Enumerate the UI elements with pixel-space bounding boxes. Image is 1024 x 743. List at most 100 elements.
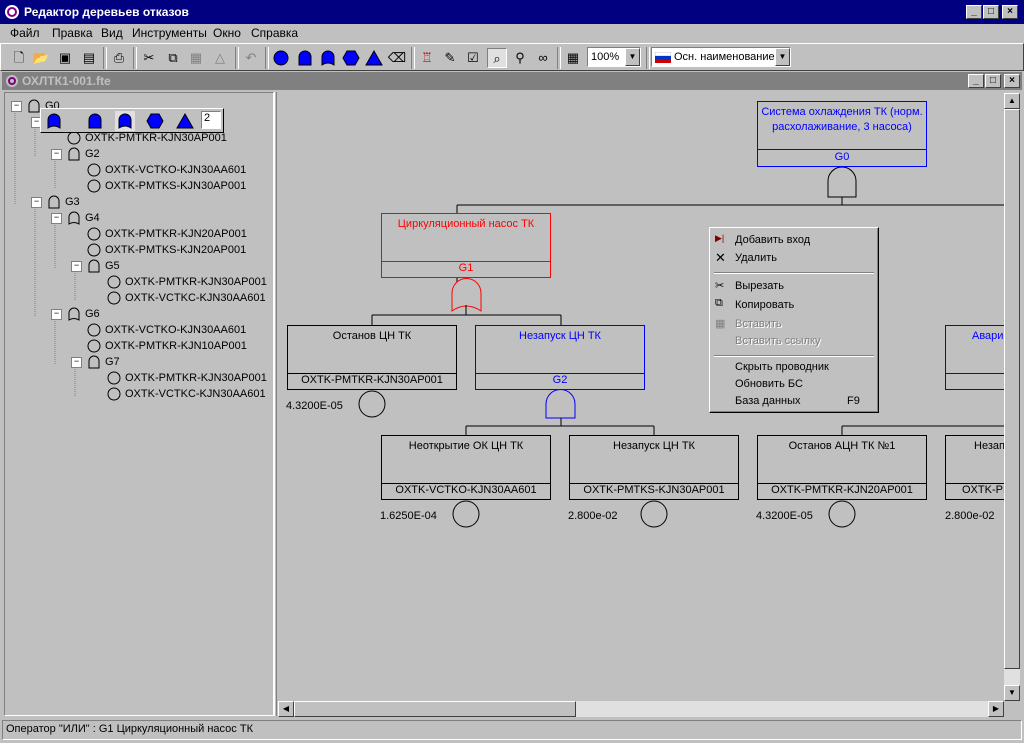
- undo-icon[interactable]: ↶: [245, 50, 257, 65]
- maximize-button[interactable]: □: [983, 5, 999, 19]
- doc-close-button[interactable]: ×: [1004, 74, 1020, 88]
- menu-edit[interactable]: Правка: [52, 26, 93, 40]
- gate-title: Авари: [946, 326, 1004, 374]
- app-title-bar[interactable]: Редактор деревьев отказов _ □ ×: [0, 0, 1024, 24]
- paste-icon[interactable]: ▦: [189, 50, 203, 65]
- or-gate-icon[interactable]: [44, 111, 64, 131]
- close-button[interactable]: ×: [1002, 5, 1018, 19]
- menu-item-copy[interactable]: Копировать: [735, 299, 795, 311]
- tree-structure-icon[interactable]: ♖: [421, 50, 433, 65]
- context-menu: ▶| Добавить вход ✕ Удалить ✂ Вырезать ⧉ …: [709, 227, 879, 413]
- scroll-up-icon[interactable]: ▲: [1004, 93, 1020, 109]
- tree-explorer[interactable]: −G0−G1OXTK-PMTKR-KJN30AP001−G2OXTK-VCTKO…: [4, 92, 274, 716]
- fault-tree-canvas[interactable]: Система охлаждения ТК (норм. расхолажива…: [278, 93, 1004, 701]
- open-folder-icon[interactable]: 📂: [32, 50, 50, 65]
- menu-item-hide-explorer[interactable]: Скрыть проводник: [735, 361, 829, 373]
- find-icon[interactable]: ⚲: [515, 50, 525, 65]
- collapse-icon[interactable]: −: [31, 197, 42, 208]
- gate-box-g0[interactable]: Система охлаждения ТК (норм. расхолажива…: [757, 101, 927, 167]
- print-icon[interactable]: ⎙: [113, 50, 125, 65]
- or-gate-tool-icon[interactable]: [318, 48, 338, 68]
- event-probability: 2.800e-02: [945, 510, 995, 522]
- basic-event-icon: [87, 243, 101, 257]
- event-box-e3[interactable]: Незапуск ЦН ТК OXTK-PMTKS-KJN30AP001: [569, 435, 739, 500]
- collapse-icon[interactable]: −: [71, 261, 82, 272]
- or-gate-icon[interactable]: [115, 111, 135, 131]
- save-all-icon[interactable]: ▤: [82, 50, 96, 65]
- gate-palette[interactable]: 2: [40, 108, 224, 133]
- eraser-icon[interactable]: ⌫: [387, 50, 407, 65]
- menu-file[interactable]: Файл: [10, 26, 40, 40]
- menu-item-add-input[interactable]: Добавить вход: [735, 234, 811, 246]
- menu-view[interactable]: Вид: [101, 26, 123, 40]
- chevron-down-icon[interactable]: ▼: [625, 48, 640, 66]
- zoom-select[interactable]: 100% ▼: [587, 47, 641, 67]
- event-box-e1[interactable]: Останов ЦН ТК OXTK-PMTKR-KJN30AP001: [287, 325, 457, 390]
- app-title: Редактор деревьев отказов: [24, 5, 189, 19]
- menu-item-paste-link[interactable]: Вставить ссылку: [735, 335, 821, 347]
- copy-icon[interactable]: ⧉: [168, 50, 178, 65]
- event-title: Незапуск ЦН ТК: [570, 436, 738, 484]
- zoom-area-icon[interactable]: ⌕: [487, 48, 507, 68]
- menu-item-cut[interactable]: Вырезать: [735, 280, 784, 292]
- chevron-down-icon[interactable]: ▼: [775, 48, 790, 66]
- hexagon-tool-icon[interactable]: [341, 48, 361, 68]
- event-box-e5[interactable]: Незап OXTK-PM: [945, 435, 1004, 500]
- menu-help[interactable]: Справка: [251, 26, 299, 40]
- collapse-icon[interactable]: −: [51, 213, 62, 224]
- save-icon[interactable]: ▣: [58, 50, 72, 65]
- menu-item-update-db[interactable]: Обновить БС: [735, 378, 803, 390]
- collapse-icon[interactable]: −: [71, 357, 82, 368]
- new-file-icon[interactable]: 🗋: [13, 50, 25, 65]
- tree-item-label: G3: [65, 196, 80, 208]
- basic-event-tool-icon[interactable]: [271, 48, 291, 68]
- splitter[interactable]: [274, 92, 277, 716]
- gate-title: Циркуляционный насос ТК: [382, 214, 550, 262]
- document-title-bar[interactable]: ОХЛТК1-001.fte _ □ ×: [2, 72, 1022, 90]
- menu-tools[interactable]: Инструменты: [132, 26, 207, 40]
- brush-icon[interactable]: ✎: [444, 50, 456, 65]
- properties-icon[interactable]: ☑: [467, 50, 479, 65]
- and-gate-tool-icon[interactable]: [295, 48, 315, 68]
- menu-window[interactable]: Окно: [213, 26, 241, 40]
- vertical-scroll-thumb[interactable]: [1004, 109, 1020, 669]
- doc-minimize-button[interactable]: _: [968, 74, 984, 88]
- document-logo-icon: [6, 75, 18, 87]
- horizontal-scroll-thumb[interactable]: [294, 701, 576, 717]
- gate-box-g2[interactable]: Незапуск ЦН ТК G2: [475, 325, 645, 390]
- tree-item-label: G7: [105, 356, 120, 368]
- menu-item-paste[interactable]: Вставить: [735, 318, 782, 330]
- calculator-icon[interactable]: ▦: [566, 50, 580, 65]
- binoculars-icon[interactable]: ∞: [538, 50, 548, 65]
- status-text: Оператор "ИЛИ" : G1 Циркуляционный насос…: [6, 723, 253, 735]
- doc-maximize-button[interactable]: □: [985, 74, 1001, 88]
- tree-item-label: OXTK-PMTKR-KJN30AP001: [125, 276, 267, 288]
- transfer-icon[interactable]: [175, 111, 195, 131]
- scroll-down-icon[interactable]: ▼: [1004, 685, 1020, 701]
- gate-box-g3[interactable]: Авари: [945, 325, 1004, 390]
- collapse-icon[interactable]: −: [11, 101, 22, 112]
- scroll-right-icon[interactable]: ▶: [988, 701, 1004, 717]
- and-gate-icon[interactable]: [85, 111, 105, 131]
- minimize-button[interactable]: _: [966, 5, 982, 19]
- event-box-e4[interactable]: Останов АЦН ТК №1 OXTK-PMTKR-KJN20AP001: [757, 435, 927, 500]
- hexagon-icon[interactable]: [145, 111, 165, 131]
- transfer-tool-icon[interactable]: [364, 48, 384, 68]
- menu-item-delete[interactable]: Удалить: [735, 252, 777, 264]
- cut-icon[interactable]: ✂: [143, 50, 155, 65]
- menu-item-database[interactable]: База данных: [735, 395, 801, 407]
- tree-item-label: G2: [85, 148, 100, 160]
- scroll-left-icon[interactable]: ◀: [278, 701, 294, 717]
- triangle-outline-icon[interactable]: △: [215, 50, 225, 65]
- tree-item-label: OXTK-PMTKR-KJN30AP001: [85, 132, 227, 144]
- collapse-icon[interactable]: −: [51, 149, 62, 160]
- name-mode-select[interactable]: Осн. наименование ▼: [651, 47, 791, 67]
- basic-event-icon: [107, 371, 121, 385]
- gate-box-g1[interactable]: Циркуляционный насос ТК G1: [381, 213, 551, 278]
- vertical-scrollbar[interactable]: ▲ ▼: [1004, 93, 1020, 701]
- count-field[interactable]: 2: [201, 111, 221, 129]
- tree-item-label: OXTK-PMTKS-KJN30AP001: [105, 180, 247, 192]
- horizontal-scrollbar[interactable]: ◀ ▶: [278, 701, 1004, 717]
- collapse-icon[interactable]: −: [51, 309, 62, 320]
- event-box-e2[interactable]: Неоткрытие ОК ЦН ТК OXTK-VCTKO-KJN30AA60…: [381, 435, 551, 500]
